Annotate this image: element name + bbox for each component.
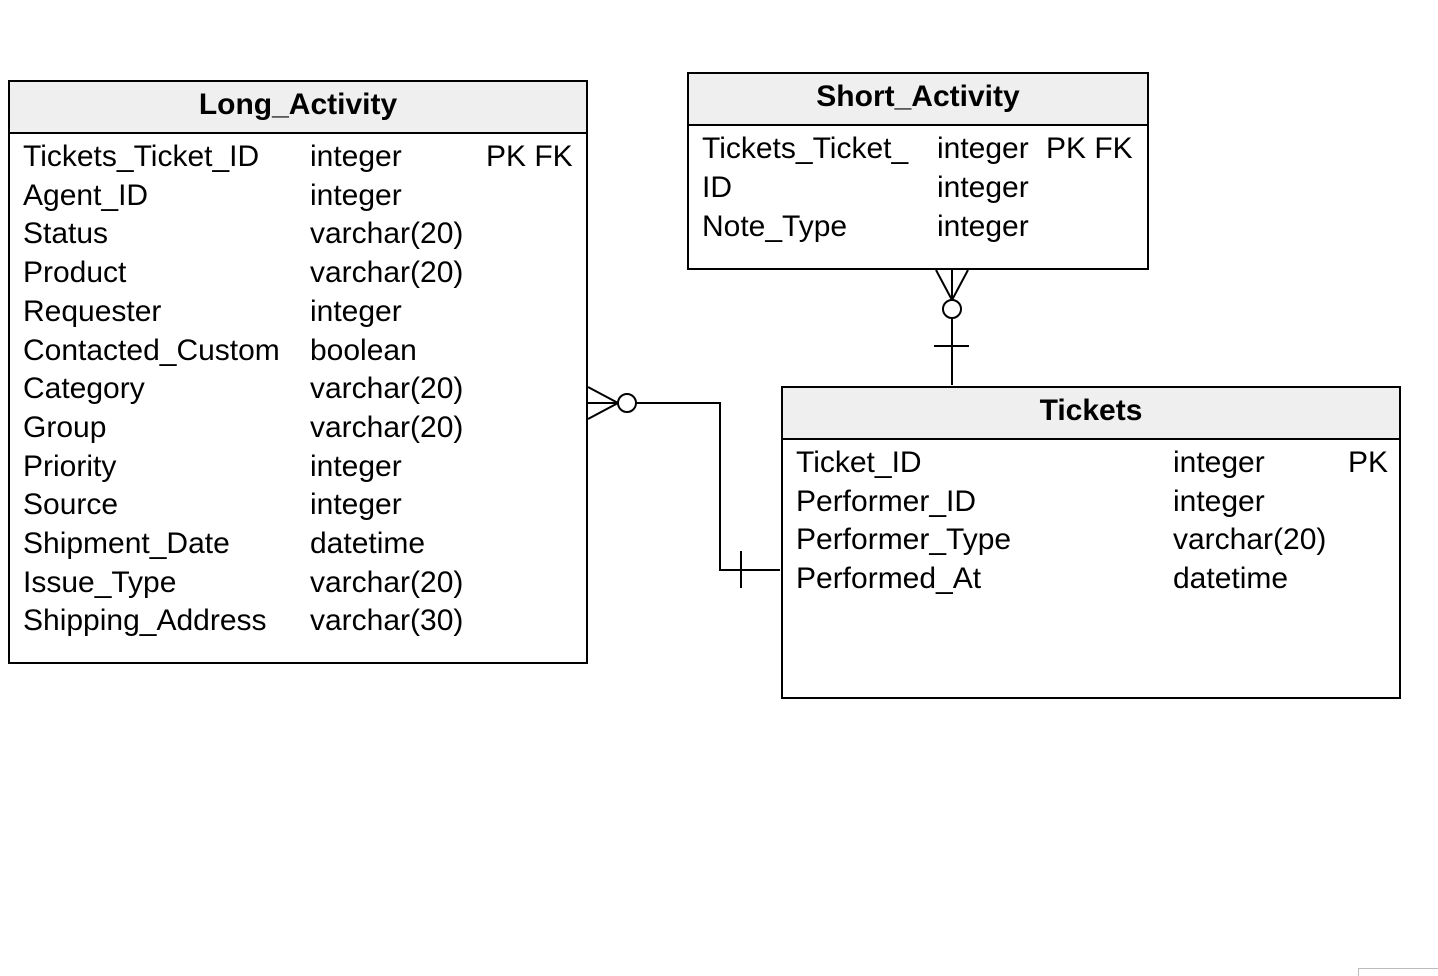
column-type: boolean xyxy=(310,333,417,367)
column-name: Performed_At xyxy=(796,562,982,596)
column-type: varchar(20) xyxy=(310,565,464,599)
optional-circle-marker xyxy=(942,299,962,319)
column-name: Performer_ID xyxy=(796,484,977,518)
column-type: varchar(20) xyxy=(1173,523,1327,557)
column-type: varchar(20) xyxy=(310,217,464,251)
column-name: Shipment_Date xyxy=(23,527,230,560)
page-corner xyxy=(1358,968,1438,976)
column-row[interactable]: ID integer xyxy=(689,169,1147,207)
connector-line xyxy=(636,402,780,571)
tickets-title: Tickets xyxy=(783,388,1399,440)
column-name: ID xyxy=(702,171,732,204)
column-name: Performer_Type xyxy=(796,523,1012,557)
column-name: Priority xyxy=(23,449,117,483)
column-row[interactable]: Source integer xyxy=(10,486,586,524)
column-name: Requester xyxy=(23,294,162,328)
long-activity-title: Long_Activity xyxy=(10,82,586,134)
column-type: integer xyxy=(937,171,1029,204)
relationship-tickets-short-activity[interactable] xyxy=(934,269,969,385)
column-type: varchar(20) xyxy=(310,372,464,406)
column-row[interactable]: Performer_ID integer xyxy=(783,483,1399,521)
column-type: integer xyxy=(1173,446,1265,479)
optional-circle-marker xyxy=(617,393,637,413)
column-type: datetime xyxy=(310,527,426,560)
column-type: integer xyxy=(310,449,402,483)
column-row[interactable]: Ticket_ID integer PK xyxy=(783,444,1399,482)
column-row[interactable]: Category varchar(20) xyxy=(10,370,586,408)
column-row[interactable]: Agent_ID integer xyxy=(10,177,586,215)
column-row[interactable]: Group varchar(20) xyxy=(10,409,586,447)
column-name: Group xyxy=(23,410,107,444)
column-row[interactable]: Note_Type integer xyxy=(689,208,1147,246)
column-name: Note_Type xyxy=(702,210,848,243)
column-row[interactable]: Product varchar(20) xyxy=(10,254,586,292)
column-key: PK FK xyxy=(1046,132,1133,165)
column-row[interactable]: Performed_At datetime xyxy=(783,560,1399,598)
many-crowfoot-marker xyxy=(587,386,619,420)
column-name: Product xyxy=(23,256,127,290)
column-row[interactable]: Contacted_Custom boolean xyxy=(10,332,586,370)
column-type: varchar(30) xyxy=(310,604,464,638)
column-name: Issue_Type xyxy=(23,565,177,599)
column-name: Agent_ID xyxy=(23,178,149,212)
column-type: integer xyxy=(310,140,402,173)
column-name: Tickets_Ticket_ID xyxy=(23,140,260,173)
column-row[interactable]: Requester integer xyxy=(10,293,586,331)
column-row[interactable]: Performer_Type varchar(20) xyxy=(783,521,1399,559)
column-name: Ticket_ID xyxy=(796,446,922,479)
column-key: PK FK xyxy=(486,140,573,173)
column-name: Category xyxy=(23,372,145,406)
column-name: Shipping_Address xyxy=(23,604,267,638)
column-key: PK xyxy=(1348,446,1389,479)
column-row[interactable]: Status varchar(20) xyxy=(10,215,586,253)
column-row[interactable]: Priority integer xyxy=(10,448,586,486)
column-type: integer xyxy=(310,178,402,212)
column-type: integer xyxy=(310,488,402,522)
column-row[interactable]: Shipping_Address varchar(30) xyxy=(10,602,586,640)
column-row[interactable]: Tickets_Ticket_ integer PK FK xyxy=(689,130,1147,168)
column-type: integer xyxy=(937,210,1029,243)
column-row[interactable]: Tickets_Ticket_ID integer PK FK xyxy=(10,138,586,176)
column-type: integer xyxy=(310,294,402,328)
column-type: integer xyxy=(937,132,1029,165)
column-type: varchar(20) xyxy=(310,256,464,290)
column-name: Tickets_Ticket_ xyxy=(702,132,909,165)
column-type: datetime xyxy=(1173,562,1289,596)
column-type: varchar(20) xyxy=(310,410,464,444)
relationship-tickets-long-activity[interactable] xyxy=(587,386,780,588)
many-crowfoot-marker xyxy=(935,269,969,301)
column-name: Source xyxy=(23,488,119,522)
short-activity-title: Short_Activity xyxy=(689,74,1147,126)
column-row[interactable]: Issue_Type varchar(20) xyxy=(10,564,586,602)
column-name: Status xyxy=(23,217,109,251)
column-name: Contacted_Custom xyxy=(23,333,280,367)
column-row[interactable]: Shipment_Date datetime xyxy=(10,525,586,563)
column-type: integer xyxy=(1173,484,1265,518)
